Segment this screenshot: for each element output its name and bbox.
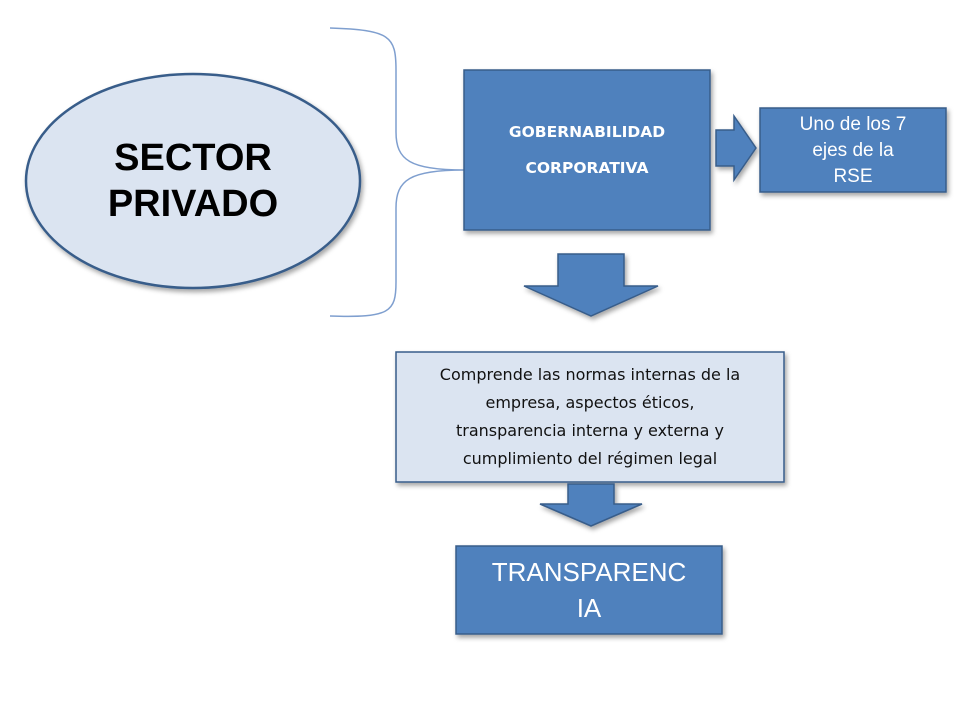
sector-privado-label: SECTOR PRIVADO: [107, 137, 279, 225]
gobernabilidad-box: [463, 69, 711, 231]
rse-box: [759, 107, 947, 193]
description-label: Comprende las normas internas de la empr…: [439, 365, 741, 468]
transparencia-box: [455, 545, 723, 635]
down-arrow-large-icon: [523, 253, 659, 317]
right-arrow-icon: [715, 113, 757, 183]
transparencia-label: TRANSPARENC IA: [491, 557, 687, 623]
gobernabilidad-label: GOBERNABILIDAD CORPORATIVA: [508, 123, 666, 177]
sector-privado-ellipse: [24, 72, 362, 290]
description-box: [395, 351, 785, 483]
down-arrow-small-icon: [539, 483, 643, 527]
rse-label: Uno de los 7 ejes de la RSE: [799, 114, 907, 187]
